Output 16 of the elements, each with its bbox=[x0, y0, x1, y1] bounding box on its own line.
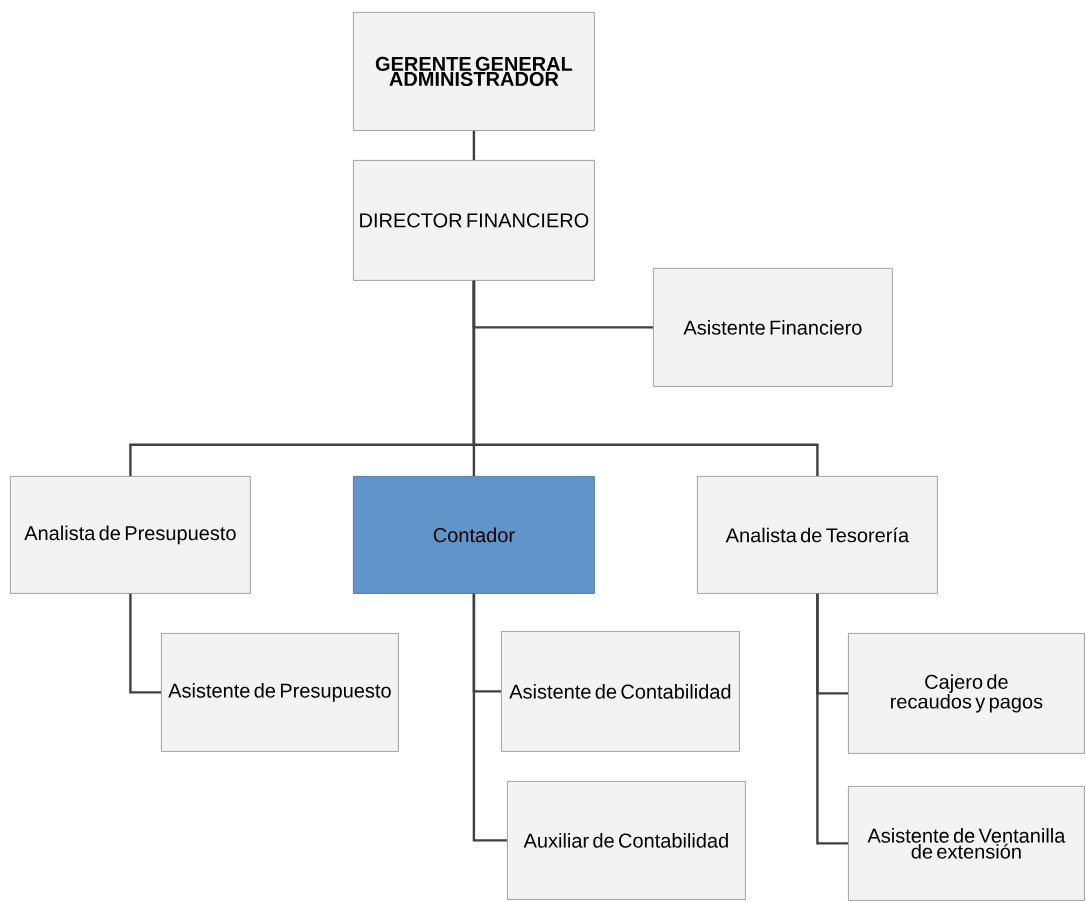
connector-line bbox=[129, 593, 161, 694]
org-box: Analista de Presupuesto bbox=[10, 476, 251, 594]
org-box: GERENTE GENERAL ADMINISTRADOR bbox=[353, 12, 595, 131]
org-box: Asistente de Presupuesto bbox=[161, 633, 399, 752]
org-box: Cajero de recaudos y pagos bbox=[848, 633, 1085, 754]
org-box: Asistente de Ventanilla de extensión bbox=[848, 786, 1085, 901]
connector-line bbox=[472, 130, 476, 160]
org-box: Analista de Tesorería bbox=[697, 476, 938, 594]
org-box: Asistente Financiero bbox=[653, 268, 893, 387]
org-box: Auxiliar de Contabilidad bbox=[507, 781, 746, 900]
org-box: Asistente de Contabilidad bbox=[501, 631, 740, 752]
org-box: DIRECTOR FINANCIERO bbox=[353, 160, 595, 281]
connector-line bbox=[472, 280, 819, 476]
connector-line bbox=[472, 593, 507, 842]
connector-line bbox=[816, 593, 848, 845]
org-box: Contador bbox=[353, 476, 595, 594]
